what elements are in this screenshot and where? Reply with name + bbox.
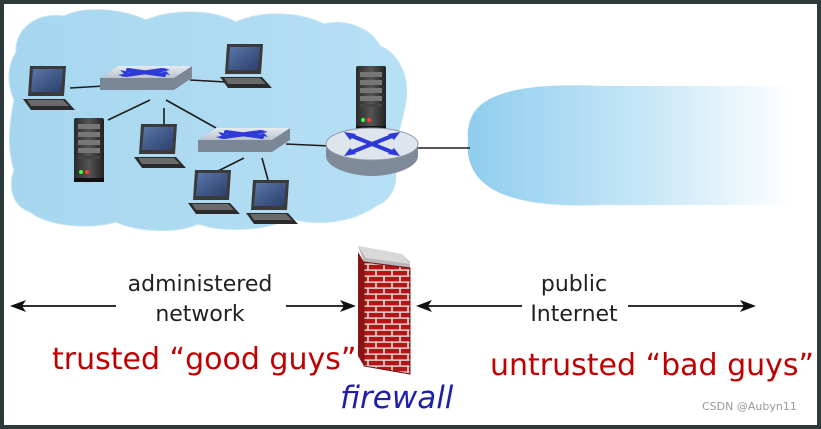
administered-network-label: administered network xyxy=(112,270,288,330)
server-icon xyxy=(74,118,104,182)
firewall-label: firewall xyxy=(340,380,454,416)
public-internet-line2: Internet xyxy=(530,302,618,327)
untrusted-label: untrusted “bad guys” xyxy=(490,348,815,383)
trusted-label: trusted “good guys” xyxy=(52,342,357,377)
switch-icon xyxy=(98,64,194,92)
arrowhead-firewall-left xyxy=(340,300,356,312)
arrowhead-right xyxy=(740,300,756,312)
arrowhead-firewall-right xyxy=(416,300,432,312)
switch-icon xyxy=(196,126,292,154)
router-icon xyxy=(325,127,419,176)
arrowhead-left xyxy=(10,300,26,312)
administered-network-cloud xyxy=(8,9,408,231)
network-links xyxy=(69,79,470,181)
watermark: CSDN @Aubyn11 xyxy=(702,400,797,413)
brick-wall-icon xyxy=(358,246,411,375)
public-internet-label: public Internet xyxy=(520,270,628,330)
administered-network-line1: administered xyxy=(127,272,273,297)
public-internet-line1: public xyxy=(540,272,608,297)
internet-cloud-icon xyxy=(467,85,792,206)
server-icon xyxy=(356,66,386,130)
administered-network-line2: network xyxy=(155,302,245,327)
